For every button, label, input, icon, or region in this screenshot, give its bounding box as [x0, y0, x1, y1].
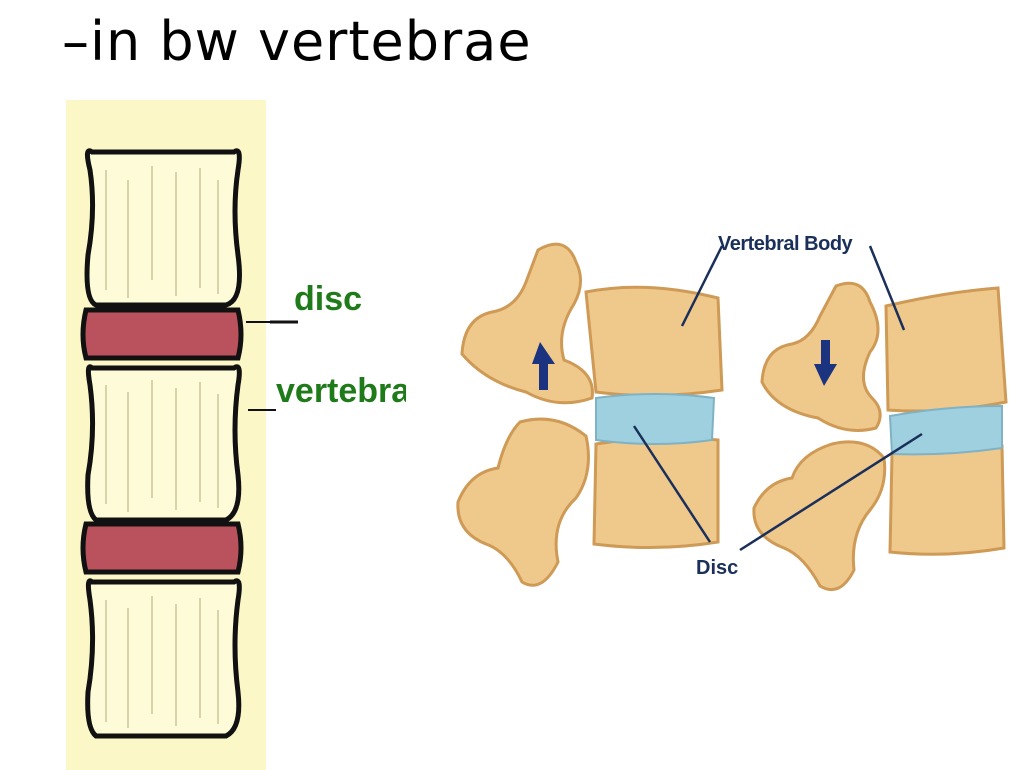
vertebra-bottom: [85, 578, 242, 739]
disc-right: [888, 404, 1003, 456]
facet-joint-diagram: Vertebral Body Disc: [446, 222, 1021, 607]
disc-top: [80, 307, 244, 361]
upper-vertebral-body-right: [884, 286, 1008, 413]
upper-vertebral-body-left: [584, 285, 724, 398]
vertebra-middle: [85, 364, 242, 523]
label-vertebra: vertebra: [276, 372, 406, 410]
disc-left: [595, 393, 716, 445]
lower-vertebral-body-left: [592, 436, 720, 550]
label-disc-facet: Disc: [696, 557, 738, 579]
posterior-element-lower-left: [456, 417, 590, 587]
label-pointers: [632, 245, 923, 552]
lower-vertebral-body-right: [888, 444, 1006, 556]
label-vertebral-body: Vertebral Body: [718, 233, 854, 255]
label-disc: disc: [294, 280, 362, 318]
arrow-up-icon: [532, 342, 555, 390]
spine-diagram: disc vertebra: [66, 100, 406, 770]
slide-title: –in bw vertebrae: [62, 10, 532, 73]
posterior-element-upper-left: [460, 242, 594, 405]
arrow-down-icon: [814, 340, 837, 386]
disc-bottom: [80, 521, 244, 575]
vertebra-top: [84, 148, 242, 308]
